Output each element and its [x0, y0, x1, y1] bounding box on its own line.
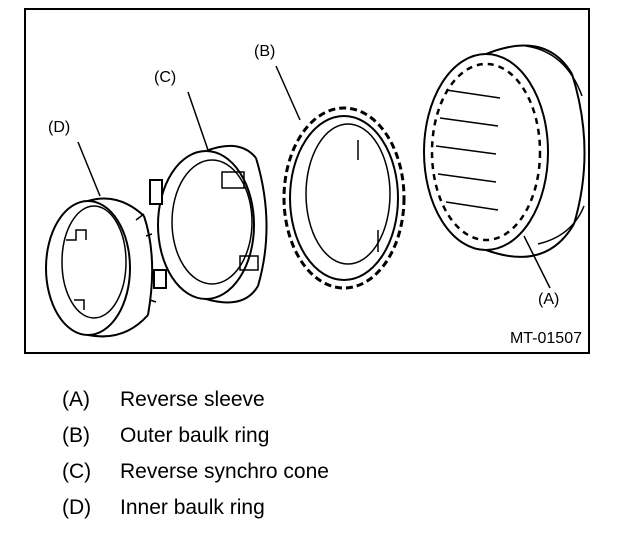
legend-item: (B) Outer baulk ring — [62, 418, 329, 454]
legend-key: (A) — [62, 388, 90, 411]
callout-d: (D) — [48, 119, 71, 136]
outer-baulk-ring-part — [282, 106, 406, 290]
exploded-view-drawing — [45, 44, 586, 338]
legend-label: Reverse synchro cone — [120, 460, 329, 483]
legend-item: (A) Reverse sleeve — [62, 382, 329, 418]
legend-item: (D) Inner baulk ring — [62, 490, 329, 526]
callout-b: (B) — [254, 43, 276, 60]
legend-key: (B) — [62, 424, 90, 447]
legend-item: (C) Reverse synchro cone — [62, 454, 329, 490]
legend-label: Inner baulk ring — [120, 496, 265, 519]
callout-c: (C) — [154, 69, 177, 86]
exploded-view-figure: (D) (C) (B) (A) MT-01507 — [24, 8, 590, 354]
legend-label: Reverse sleeve — [120, 388, 265, 411]
callout-a: (A) — [538, 291, 560, 308]
legend-key: (D) — [62, 496, 92, 519]
reverse-synchro-cone-part — [149, 144, 268, 304]
inner-baulk-ring-part — [45, 197, 157, 338]
parts-legend: (A) Reverse sleeve (B) Outer baulk ring … — [62, 382, 329, 526]
figure-code: MT-01507 — [509, 330, 582, 347]
reverse-sleeve-part — [423, 44, 586, 258]
legend-key: (C) — [62, 460, 92, 483]
legend-label: Outer baulk ring — [120, 424, 270, 447]
